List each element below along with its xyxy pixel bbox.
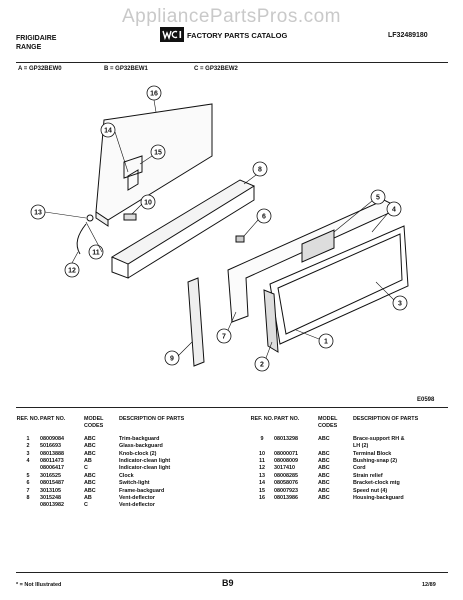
callout-4: 4 xyxy=(392,207,396,214)
callout-12: 12 xyxy=(68,268,76,275)
model-code-b: B = GP32BEW1 xyxy=(104,66,148,72)
callout-5: 5 xyxy=(376,195,380,202)
cord-part xyxy=(76,223,87,255)
housing-backguard-part xyxy=(95,103,213,221)
callout-2: 2 xyxy=(260,362,264,369)
figure-number: E0598 xyxy=(417,397,435,403)
product-type: RANGE xyxy=(16,44,42,51)
parts-table-header: REF. NO. PART NO. MODEL CODES DESCRIPTIO… xyxy=(16,416,236,431)
brand-name: FRIGIDAIRE xyxy=(16,35,57,42)
wci-logo-icon xyxy=(160,27,184,42)
header-model: MODEL CODES xyxy=(318,416,338,430)
exploded-parts-diagram: 16 14 15 8 10 13 6 5 4 11 12 3 7 1 2 9 xyxy=(30,85,409,372)
model-code-a: A = GP32BEW0 xyxy=(18,66,62,72)
footer-divider xyxy=(16,572,448,573)
parts-table-left: REF. NO. PART NO. MODEL CODES DESCRIPTIO… xyxy=(16,416,236,510)
callout-13: 13 xyxy=(34,210,42,217)
glass-backguard-part xyxy=(269,225,409,345)
header-desc: DESCRIPTION OF PARTS xyxy=(353,416,419,422)
trim-backguard-part xyxy=(263,289,279,353)
brand-block: FRIGIDAIRE RANGE xyxy=(16,34,86,52)
header-part: PART NO. xyxy=(40,416,66,422)
header-divider xyxy=(16,62,448,63)
callout-15: 15 xyxy=(154,150,162,157)
catalog-number: LF32489180 xyxy=(388,32,428,39)
callout-3: 3 xyxy=(398,301,402,308)
watermark: AppliancePartsPros.com xyxy=(121,6,342,27)
callout-7: 7 xyxy=(222,334,226,341)
page-number: B9 xyxy=(222,578,234,588)
header-desc: DESCRIPTION OF PARTS xyxy=(119,416,185,422)
table-divider xyxy=(16,407,448,408)
callout-11: 11 xyxy=(92,250,100,257)
not-illustrated-note: * = Not Illustrated xyxy=(16,582,62,588)
header-part: PART NO. xyxy=(274,416,300,422)
header-ref: REF. NO. xyxy=(250,416,274,422)
header-model: MODEL CODES xyxy=(84,416,104,430)
model-code-c: C = GP32BEW2 xyxy=(194,66,238,72)
parts-table-header: REF. NO. PART NO. MODEL CODES DESCRIPTIO… xyxy=(250,416,450,431)
callout-9: 9 xyxy=(170,356,174,363)
catalog-date: 12/89 xyxy=(422,582,436,588)
brace-support-part xyxy=(187,277,205,367)
parts-table-right: REF. NO. PART NO. MODEL CODES DESCRIPTIO… xyxy=(250,416,450,502)
callout-14: 14 xyxy=(104,128,112,135)
callout-10: 10 xyxy=(144,200,152,207)
callout-16: 16 xyxy=(150,91,158,98)
table-row: LH (2) xyxy=(353,443,369,450)
header-ref: REF. NO. xyxy=(16,416,40,422)
catalog-title: FACTORY PARTS CATALOG xyxy=(187,31,288,40)
callout-1: 1 xyxy=(324,339,328,346)
callout-8: 8 xyxy=(258,167,262,174)
callout-6: 6 xyxy=(262,214,266,221)
